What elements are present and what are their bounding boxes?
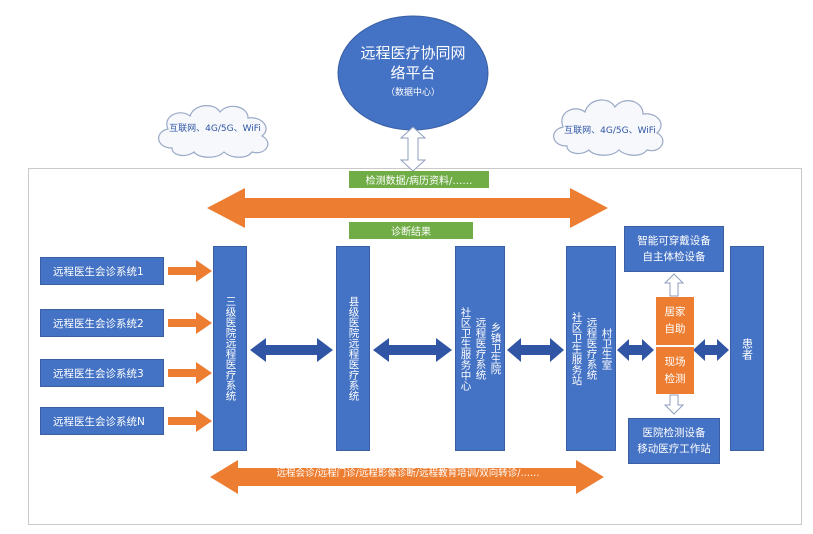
doctor-arrows [168, 260, 212, 432]
bottom-arrow-label: 远程会诊/远程门诊/远程影像诊断/远程教育培训/双向转诊/…… [276, 468, 540, 479]
doctor-system-2: 远程医生会诊系统2 [40, 309, 164, 337]
township-col1: 社区卫生服务中心 [459, 306, 472, 391]
cloud-right-icon [553, 99, 664, 156]
patient-label: 患者 [740, 337, 754, 360]
orange-double-arrow-bottom [210, 460, 604, 494]
doctor-system-3: 远程医生会诊系统3 [40, 359, 164, 387]
wearable-line1: 智能可穿戴设备 [637, 235, 711, 247]
platform-title-line2: 络平台 [390, 64, 436, 82]
county-hospital-label: 县级医院远程医疗系统 [347, 296, 360, 401]
village-col1: 社区卫生服务站 [570, 311, 583, 386]
cloud-right-label: 互联网、4G/5G、WiFi [564, 126, 656, 136]
orange-double-arrow-top [207, 188, 608, 228]
home-line2: 自助 [664, 323, 686, 335]
township-system: 社区卫生服务中心 远程医疗系统 乡镇卫生院 [455, 246, 505, 451]
onsite-testing: 现场 检测 [656, 347, 694, 394]
onsite-line2: 检测 [664, 372, 686, 385]
medical-device-line1: 医院检测设备 [642, 427, 706, 439]
doctor-system-n: 远程医生会诊系统N [40, 407, 164, 435]
platform-title-line1: 远程医疗协同网 [360, 44, 466, 62]
wearable-line2: 自主体检设备 [642, 251, 706, 263]
tertiary-hospital-label: 三级医院远程医疗系统 [224, 296, 237, 401]
village-col2: 远程医疗系统 [585, 317, 598, 380]
wearable-devices: 智能可穿戴设备 自主体检设备 [624, 226, 724, 272]
medical-device-station: 医院检测设备 移动医疗工作站 [628, 418, 720, 464]
onsite-line1: 现场 [664, 355, 686, 368]
doctor-system-1: 远程医生会诊系统1 [40, 257, 164, 285]
home-line1: 居家 [664, 306, 686, 318]
patient-box: 患者 [730, 246, 764, 451]
village-col3: 村卫生室 [600, 327, 613, 370]
medical-device-line2: 移动医疗工作站 [637, 443, 711, 455]
home-self-service: 居家 自助 [656, 297, 694, 345]
diagnosis-result-bar: 诊断结果 [349, 222, 473, 239]
detection-data-bar: 检测数据/病历资料/…… [349, 171, 489, 188]
township-col3: 乡镇卫生院 [489, 322, 502, 375]
cloud-left-label: 互联网、4G/5G、WiFi [169, 124, 261, 134]
platform-subtitle: （数据中心） [385, 88, 440, 98]
village-system: 社区卫生服务站 远程医疗系统 村卫生室 [566, 246, 616, 451]
county-hospital-system: 县级医院远程医疗系统 [336, 246, 370, 451]
tertiary-hospital-system: 三级医院远程医疗系统 [213, 246, 247, 451]
cloud-left-icon [158, 105, 269, 158]
township-col2: 远程医疗系统 [474, 317, 487, 380]
